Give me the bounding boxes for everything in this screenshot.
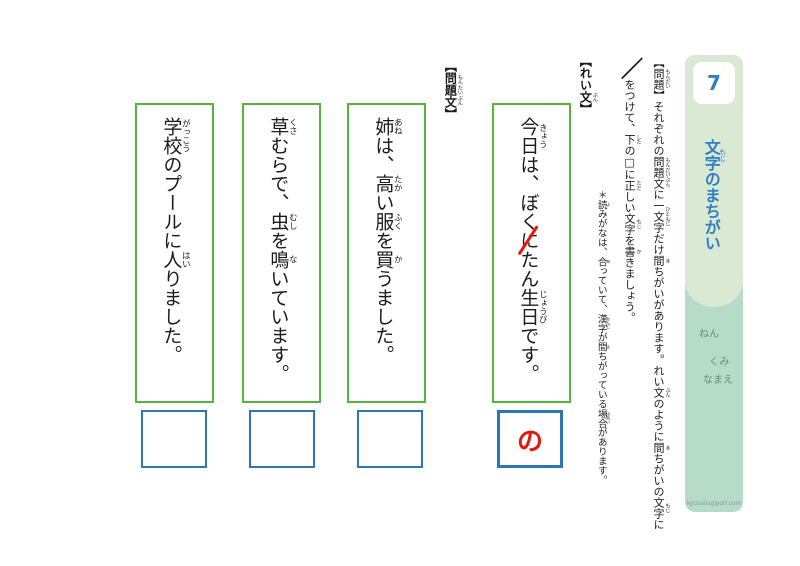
instructions-second: ／をつけて、下したの□に正ただしい文字もじを書かきましょう。: [617, 57, 642, 323]
name-fields: ねん くみ なまえ: [685, 325, 743, 386]
sidebar-header: 7 文字もじのまちがい: [685, 55, 743, 307]
problem-2-sentence[interactable]: 草くさむらで、虫むしを鳴ないています。: [267, 117, 299, 383]
sidebar: 7 文字もじのまちがい ねん くみ なまえ kyozaisupport.com: [685, 55, 743, 512]
instructions-note: ＊読よみがなは、合あっていて、漢字かんじが間まちがっている場合ばあいがあります。: [595, 190, 612, 485]
watermark: kyozaisupport.com: [686, 500, 742, 507]
problem-3-sentence[interactable]: 学校がっこうのプールに人はいりました。: [160, 117, 192, 364]
problem-3-sentence-box: 学校がっこうのプールに人はいりました。: [135, 103, 214, 403]
worksheet-title: 文字もじのまちがい: [701, 139, 728, 251]
problem-2-answer-box[interactable]: [249, 410, 315, 468]
instructions-main: 【問題もんだい】それぞれの問題文もんだいぶんに一文字ひともじだけ間まちがいがあり…: [651, 57, 670, 530]
example-sentence-box: 今日きょうは、ぼくにたん生日じょうびです。: [492, 103, 571, 403]
name-field-label: なまえ: [703, 375, 733, 386]
slash-mark: ／: [617, 57, 642, 79]
example-answer-box[interactable]: の: [497, 410, 563, 468]
problem-1-answer-box[interactable]: [357, 410, 423, 468]
lesson-number: 7: [707, 71, 721, 95]
class-field-label: くみ: [709, 357, 730, 368]
problem-2-sentence-box: 草くさむらで、虫むしを鳴ないています。: [242, 103, 321, 403]
year-field-label: ねん: [699, 329, 719, 340]
example-answer: の: [516, 426, 543, 457]
problem-3-answer-box[interactable]: [141, 410, 207, 468]
example-label: 【れい文ぶん】: [578, 55, 598, 115]
problem-1-sentence[interactable]: 姉あねは、高たかい服ふくを買かうました。: [372, 117, 404, 364]
struck-character: に: [515, 231, 541, 250]
problems-label: 【問題文もんだいぶん】: [443, 60, 463, 120]
example-sentence: 今日きょうは、ぼくにたん生日じょうびです。: [515, 117, 548, 401]
lesson-number-badge: 7: [693, 62, 735, 104]
problem-1-sentence-box: 姉あねは、高たかい服ふくを買かうました。: [347, 103, 426, 403]
